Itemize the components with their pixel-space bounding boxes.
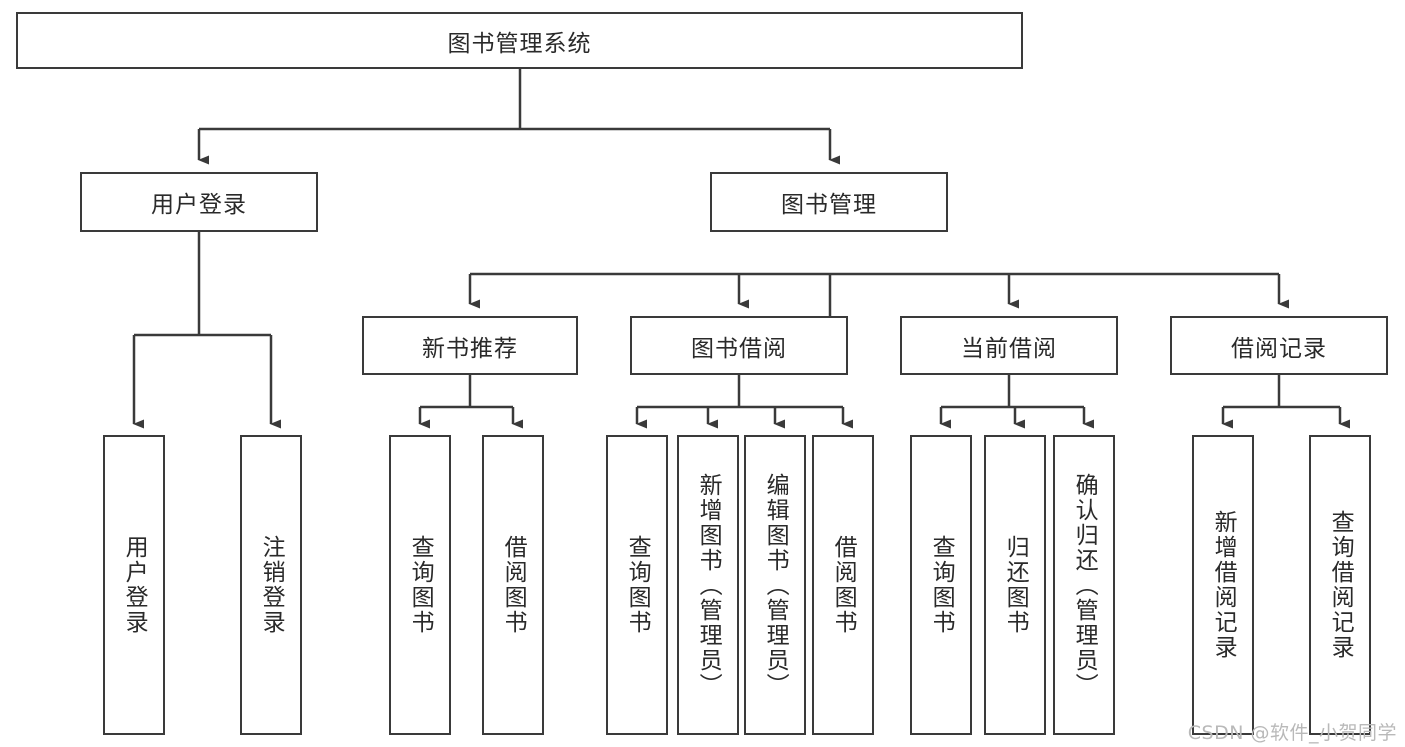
node-borrow-record-label: 借阅记录 [1231, 335, 1327, 362]
node-user-login[interactable]: 用户登录 [80, 172, 318, 232]
node-book-borrow[interactable]: 图书借阅 [630, 316, 848, 375]
node-new-book-rec-label: 新书推荐 [422, 335, 518, 362]
node-new-book-rec[interactable]: 新书推荐 [362, 316, 578, 375]
node-leaf-query-book-2-label: 查询图书 [624, 535, 651, 635]
node-root[interactable]: 图书管理系统 [16, 12, 1023, 69]
node-borrow-record[interactable]: 借阅记录 [1170, 316, 1388, 375]
node-leaf-user-login[interactable]: 用户登录 [103, 435, 165, 735]
node-leaf-query-book-3-label: 查询图书 [928, 535, 955, 635]
csdn-watermark: CSDN @软件_小贺同学 [1187, 722, 1397, 744]
node-leaf-user-logout-label: 注销登录 [258, 535, 285, 635]
node-user-login-label: 用户登录 [151, 192, 247, 218]
node-leaf-add-book[interactable]: 新增图书（管理员） [677, 435, 739, 735]
node-leaf-add-record-label: 新增借阅记录 [1210, 510, 1237, 660]
node-current-borrow[interactable]: 当前借阅 [900, 316, 1118, 375]
node-leaf-query-book-1-label: 查询图书 [407, 535, 434, 635]
node-leaf-query-book-1[interactable]: 查询图书 [389, 435, 451, 735]
node-leaf-query-record[interactable]: 查询借阅记录 [1309, 435, 1371, 735]
node-leaf-query-book-2[interactable]: 查询图书 [606, 435, 668, 735]
node-book-manage[interactable]: 图书管理 [710, 172, 948, 232]
node-leaf-confirm-return[interactable]: 确认归还（管理员） [1053, 435, 1115, 735]
node-leaf-add-record[interactable]: 新增借阅记录 [1192, 435, 1254, 735]
node-leaf-return-book[interactable]: 归还图书 [984, 435, 1046, 735]
node-book-borrow-label: 图书借阅 [691, 335, 787, 362]
node-leaf-return-book-label: 归还图书 [1002, 535, 1029, 635]
node-leaf-confirm-return-label: 确认归还（管理员） [1071, 472, 1098, 698]
node-leaf-add-book-label: 新增图书（管理员） [695, 472, 722, 698]
node-book-manage-label: 图书管理 [781, 192, 877, 218]
node-leaf-query-record-label: 查询借阅记录 [1327, 510, 1354, 660]
node-leaf-user-login-label: 用户登录 [121, 535, 148, 635]
node-leaf-borrow-book-2[interactable]: 借阅图书 [812, 435, 874, 735]
node-leaf-edit-book-label: 编辑图书（管理员） [762, 472, 789, 698]
node-leaf-borrow-book-1-label: 借阅图书 [500, 535, 527, 635]
node-leaf-query-book-3[interactable]: 查询图书 [910, 435, 972, 735]
node-leaf-edit-book[interactable]: 编辑图书（管理员） [744, 435, 806, 735]
node-leaf-borrow-book-1[interactable]: 借阅图书 [482, 435, 544, 735]
node-current-borrow-label: 当前借阅 [961, 335, 1057, 362]
node-leaf-borrow-book-2-label: 借阅图书 [830, 535, 857, 635]
node-root-label: 图书管理系统 [447, 30, 592, 57]
node-leaf-user-logout[interactable]: 注销登录 [240, 435, 302, 735]
